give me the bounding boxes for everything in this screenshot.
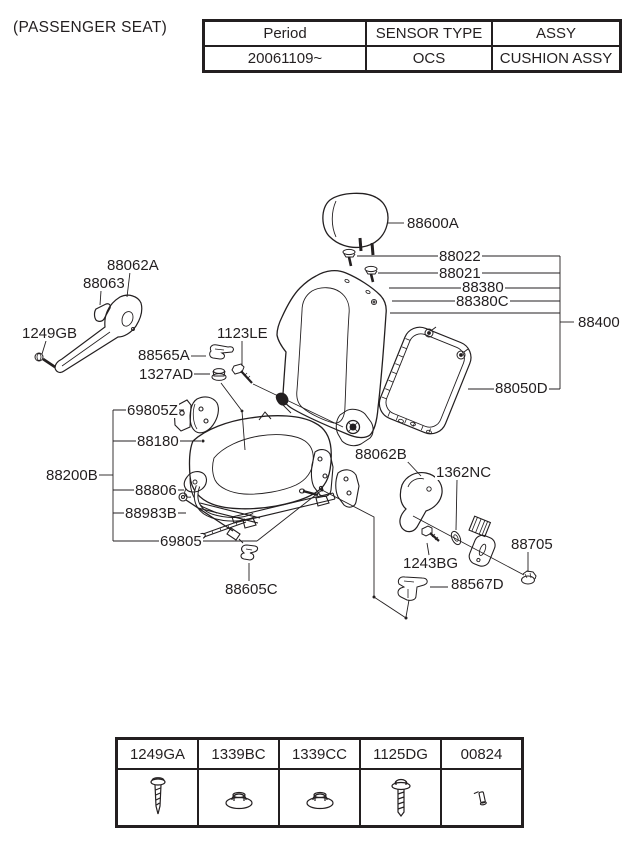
- fastener-code-1125DG: 1125DG: [360, 739, 441, 769]
- part-label-88400: 88400: [577, 314, 621, 331]
- info-header-sensor-type: SENSOR TYPE: [366, 21, 492, 46]
- info-header-assy: ASSY: [492, 21, 620, 46]
- seat-rails: [193, 485, 336, 529]
- pin-clip-icon: [473, 790, 487, 805]
- part-label-88050D: 88050D: [494, 380, 549, 397]
- part-label-69805Z: 69805Z: [126, 402, 179, 419]
- info-table: Period SENSOR TYPE ASSY 20061109~ OCS CU…: [202, 19, 622, 73]
- fastener-icon-cell: [441, 769, 522, 826]
- fastener-code-00824: 00824: [441, 739, 522, 769]
- recliner-cover-right: [399, 471, 443, 533]
- part-label-69805: 69805: [159, 533, 203, 550]
- part-label-88705: 88705: [510, 536, 554, 553]
- tapping-screw-icon: [149, 776, 166, 814]
- part-label-88062B: 88062B: [354, 446, 408, 463]
- headrest-screw-icons: [342, 248, 378, 283]
- washer-bolt-icon: [390, 778, 411, 817]
- part-label-88063: 88063: [82, 275, 126, 292]
- headrest: [322, 192, 389, 256]
- fastener-icon-cell: [117, 769, 198, 826]
- part-label-88600A: 88600A: [406, 215, 460, 232]
- fastener-icon-cell: [198, 769, 279, 826]
- info-value-assy: CUSHION ASSY: [492, 46, 620, 71]
- part-label-88567D: 88567D: [450, 576, 505, 593]
- part-label-88983B: 88983B: [124, 505, 178, 522]
- part-label-1243BG: 1243BG: [402, 555, 460, 572]
- part-label-88180: 88180: [136, 433, 180, 450]
- flange-nut-icon: [224, 791, 253, 809]
- hinge-brackets: [173, 396, 360, 508]
- part-label-88021: 88021: [438, 265, 482, 282]
- part-label-1327AD: 1327AD: [138, 366, 195, 383]
- fastener-code-1339CC: 1339CC: [279, 739, 360, 769]
- part-label-88062A: 88062A: [106, 257, 160, 274]
- part-label-88022: 88022: [438, 248, 482, 265]
- part-label-88605C: 88605C: [224, 581, 279, 598]
- fastener-icon-cell: [360, 769, 441, 826]
- part-label-88565A: 88565A: [137, 347, 191, 364]
- info-value-sensor-type: OCS: [366, 46, 492, 71]
- flange-nut-icon: [305, 791, 334, 809]
- recliner-cover-left: [54, 294, 143, 374]
- part-label-88806: 88806: [134, 482, 178, 499]
- part-label-1123LE: 1123LE: [216, 325, 269, 342]
- hardware-right: [397, 525, 537, 601]
- panel-screw-coil: [424, 326, 469, 360]
- seat-belt-buckle: [468, 515, 496, 567]
- part-label-1362NC: 1362NC: [435, 464, 493, 481]
- fastener-code-1339BC: 1339BC: [198, 739, 279, 769]
- part-label-1249GB: 1249GB: [21, 325, 79, 342]
- part-label-88380: 88380: [461, 279, 505, 296]
- page-title: (PASSENGER SEAT): [13, 19, 168, 36]
- fastener-icon-cell: [279, 769, 360, 826]
- side-hardware-left: [34, 344, 253, 384]
- info-header-period: Period: [204, 21, 366, 46]
- seat-back: [275, 269, 387, 447]
- info-value-period: 20061109~: [204, 46, 366, 71]
- fastener-code-1249GA: 1249GA: [117, 739, 198, 769]
- part-label-88200B: 88200B: [45, 467, 99, 484]
- part-label-88380C: 88380C: [455, 293, 510, 310]
- fastener-table: 1249GA 1339BC 1339CC 1125DG 00824: [115, 737, 524, 828]
- seat-back-panel: [378, 326, 472, 435]
